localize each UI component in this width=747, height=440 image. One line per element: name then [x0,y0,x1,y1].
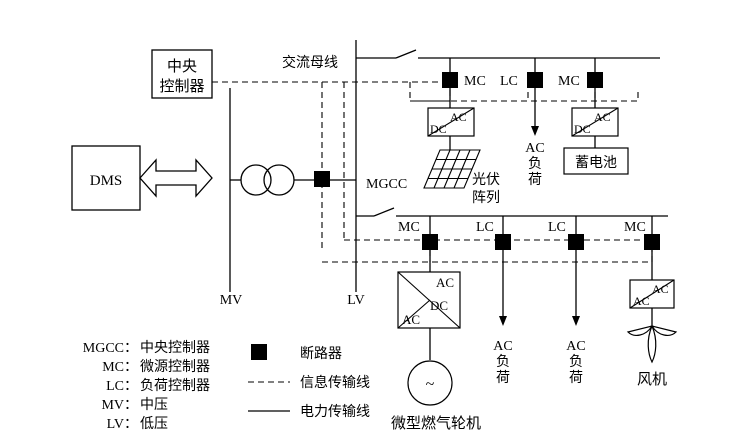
converter-wind-ac-bottom: AC [633,294,650,308]
mgcc-label: MGCC [366,177,407,192]
dms-box: DMS [71,145,141,211]
breaker-bottom-load2 [568,234,584,250]
converter-pv: AC DC [427,107,475,137]
legend-power-line-label: 电力传输线 [300,404,370,420]
dms-label: DMS [90,173,123,189]
bottom-load1-label-1: 负 [496,354,510,370]
breaker-top-load [527,72,543,88]
ac-bus-top-switch [395,49,417,59]
legend-breaker-label: 断路器 [300,346,342,362]
battery-box [563,147,629,175]
converter-microturbine: AC DC AC [397,271,461,329]
legend-breaker-icon [251,344,267,360]
legend-abbr-lv-key: LV： [107,417,138,432]
breaker-mgcc [314,171,330,187]
lc-label-bottom1: LC [476,220,494,235]
lc-label-bottom2: LC [548,220,566,235]
lc-label-top: LC [500,74,518,89]
legend-abbr-lc-key: LC： [106,379,138,394]
mc-label-pv: MC [464,74,486,89]
legend-info-line-label: 信息传输线 [300,374,370,391]
microturbine-generator-icon [407,360,453,406]
lv-label: LV [347,293,364,308]
converter-microturbine-ac-top: AC [436,275,454,290]
converter-battery-dc: DC [574,122,591,136]
bottom-load1-ac: AC [493,339,512,354]
legend-abbr-lc-value: 负荷控制器 [140,378,210,394]
ac-bus-label: 交流母线 [282,54,338,71]
ac-bus-bottom-switch [373,207,395,217]
microturbine-tilde: ~ [426,376,435,393]
dms-double-arrow [139,158,213,198]
breaker-wind [644,234,660,250]
mc-label-battery: MC [558,74,580,89]
breaker-battery [587,72,603,88]
breaker-bottom-load1 [495,234,511,250]
wind-label: 风机 [637,371,667,388]
legend-abbr-mgcc-value: 中央控制器 [140,340,210,356]
pv-panel-icon [423,149,481,189]
legend-abbr-mv-key: MV： [101,398,138,413]
central-controller-label-2: 控制器 [159,78,204,95]
converter-battery: AC DC [571,107,619,137]
converter-wind: AC AC [629,279,675,309]
bottom-load1-label-2: 荷 [496,370,510,386]
mv-label: MV [220,293,243,308]
legend: MGCC： 中央控制器 MC： 微源控制器 LC： 负荷控制器 MV： 中压 L… [83,340,370,432]
top-load-ac: AC [525,141,544,156]
legend-abbr-lv-value: 低压 [140,416,168,432]
top-load-label-2: 荷 [528,172,542,188]
mc-label-microturbine: MC [398,220,420,235]
microturbine-label: 微型燃气轮机 [391,414,481,432]
breaker-microturbine [422,234,438,250]
bottom-load2-arrow [572,316,580,326]
bottom-load1-arrow [499,316,507,326]
pv-label-2: 阵列 [472,190,500,206]
legend-abbr-mc-key: MC： [102,360,138,375]
top-load-label-1: 负 [528,156,542,172]
bottom-load2-ac: AC [566,339,585,354]
pv-label-1: 光伏 [472,172,500,188]
top-load-arrow [531,126,539,136]
converter-battery-ac: AC [594,110,611,124]
breaker-pv [442,72,458,88]
converter-pv-ac: AC [450,110,467,124]
converter-wind-ac-top: AC [652,282,669,296]
bottom-load2-label-1: 负 [569,354,583,370]
central-controller: 中央 控制器 [151,49,213,99]
bottom-load2-label-2: 荷 [569,370,583,386]
wind-turbine-icon [626,324,678,364]
converter-microturbine-ac-bottom: AC [402,312,420,327]
central-controller-label-1: 中央 [167,58,197,75]
legend-abbr-mv-value: 中压 [140,397,168,413]
converter-pv-dc: DC [430,122,447,136]
battery-label: 蓄电池 [575,155,617,171]
transformer-icon [240,164,295,196]
mc-label-wind: MC [624,220,646,235]
legend-abbr-mc-value: 微源控制器 [140,359,210,375]
legend-abbr-mgcc-key: MGCC： [83,341,138,356]
converter-microturbine-dc: DC [430,298,448,313]
